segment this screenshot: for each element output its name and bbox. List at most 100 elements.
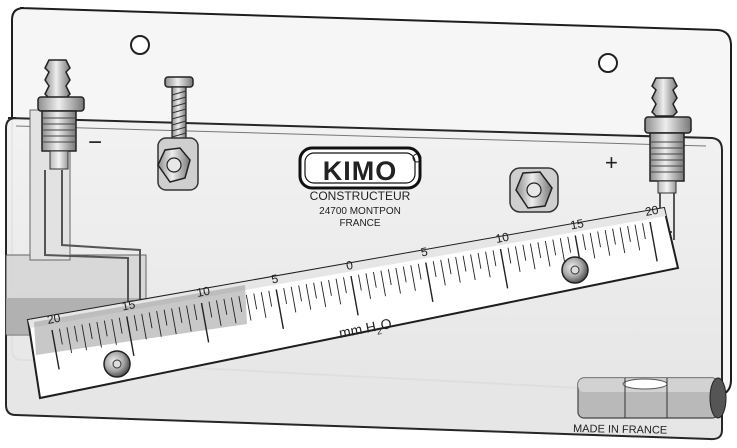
scale-major-tick: [649, 221, 658, 262]
scale-minor-tick: [268, 290, 273, 307]
scale-minor-tick: [66, 327, 73, 353]
scale-minor-tick: [477, 252, 482, 269]
scale-minor-tick: [604, 230, 611, 256]
scale-unit-label: mm H2O: [338, 315, 394, 344]
scale-minor-tick: [358, 274, 362, 291]
brand-line3: FRANCE: [339, 218, 380, 229]
scale-minor-tick: [178, 306, 183, 323]
registered-mark-icon: [412, 153, 422, 163]
scale-major-tick: [350, 275, 359, 316]
scale-minor-tick: [380, 270, 386, 297]
hose-barb-right-icon[interactable]: [644, 77, 692, 194]
scale-minor-tick: [111, 319, 117, 345]
scale-minor-tick: [245, 294, 252, 321]
brand-line1: CONSTRUCTEUR: [310, 189, 411, 203]
negative-port-sign: −: [88, 129, 102, 156]
scale-minor-tick: [223, 298, 228, 315]
scale-minor-tick: [141, 313, 147, 340]
scale-minor-tick: [59, 328, 63, 345]
scale-minor-tick: [447, 258, 452, 275]
scale-minor-tick: [552, 239, 557, 256]
scale-minor-tick: [208, 301, 213, 318]
scale-minor-tick: [507, 247, 512, 264]
bubble-level-icon: [577, 377, 727, 419]
scale-minor-tick: [627, 225, 631, 242]
scale-minor-tick: [440, 259, 446, 286]
hose-barb-left-icon[interactable]: [37, 59, 85, 170]
scale-minor-tick: [559, 238, 566, 264]
mounting-hole-right: [598, 53, 618, 73]
scale-minor-tick: [81, 324, 87, 351]
scale-minor-tick: [522, 244, 527, 261]
scale-screw-right-icon[interactable]: [561, 256, 589, 284]
scale-minor-tick: [88, 323, 93, 340]
scale-major-tick: [200, 302, 210, 343]
scale-tick-label: 10: [195, 284, 211, 300]
scale-tick-label: 5: [420, 244, 430, 259]
mounting-hole-left: [130, 35, 150, 55]
scale-minor-tick: [283, 288, 288, 304]
scale-minor-tick: [171, 308, 177, 335]
scale-minor-tick: [156, 311, 162, 337]
scale-minor-tick: [133, 315, 138, 331]
scale-ticks: [51, 221, 658, 370]
scale-minor-tick: [544, 240, 551, 267]
scale-minor-tick: [328, 279, 332, 296]
scale-minor-tick: [492, 250, 497, 267]
scale-minor-tick: [642, 223, 646, 240]
scale-minor-tick: [372, 271, 377, 288]
scale-tick-label: 0: [345, 258, 355, 273]
scale-minor-tick: [343, 277, 347, 294]
scale-minor-tick: [320, 281, 327, 308]
scale-tick-label: 5: [270, 271, 280, 286]
scale-minor-tick: [515, 246, 521, 272]
scale-minor-tick: [567, 236, 572, 253]
scale-minor-tick: [96, 321, 102, 348]
scale-minor-tick: [402, 266, 407, 283]
scale-minor-tick: [230, 297, 237, 324]
scale-minor-tick: [634, 224, 641, 251]
scale-minor-tick: [597, 231, 601, 248]
made-in-label: MADE IN FRANCE: [573, 423, 667, 437]
scale-major-tick: [425, 262, 434, 302]
scale-minor-tick: [582, 234, 587, 250]
scale-screw-left-icon[interactable]: [103, 350, 131, 378]
acrylic-inner-edge: [15, 125, 707, 147]
scale-minor-tick: [387, 269, 392, 286]
scale-minor-tick: [148, 312, 153, 329]
scale-major-tick: [499, 248, 509, 289]
scale-minor-tick: [612, 228, 616, 245]
scale-minor-tick: [305, 284, 312, 310]
scale-minor-tick: [417, 263, 422, 280]
scale-minor-tick: [313, 282, 317, 299]
scale-tick-label: 15: [121, 297, 137, 313]
scale-major-tick: [126, 316, 135, 356]
scale-minor-tick: [395, 267, 401, 294]
brand-block: KIMO CONSTRUCTEUR 24700 MONTPON FRANCE: [298, 146, 422, 229]
scale-minor-tick: [290, 286, 297, 313]
positive-port-sign: +: [605, 150, 618, 175]
scale-minor-tick: [455, 257, 461, 283]
scale-minor-tick: [619, 227, 626, 254]
scale-major-tick: [51, 329, 60, 370]
scale-minor-tick: [216, 300, 222, 326]
scale-minor-tick: [470, 254, 476, 281]
scale-minor-tick: [365, 273, 372, 299]
scale-tick-label: 10: [494, 230, 510, 246]
scale-minor-tick: [260, 292, 267, 318]
scale-minor-tick: [335, 278, 342, 305]
scale-minor-tick: [118, 317, 123, 334]
scale-minor-tick: [186, 305, 192, 332]
scale-tick-label: 15: [569, 216, 585, 232]
zero-adjust-screw-icon[interactable]: [157, 76, 199, 191]
scale-tick-label: 20: [644, 203, 660, 219]
brand-logo: KIMO: [323, 156, 398, 186]
brand-line2: 24700 MONTPON: [319, 206, 401, 217]
scale-minor-tick: [73, 325, 78, 342]
scale-minor-tick: [537, 242, 542, 259]
scale-minor-tick: [298, 285, 302, 302]
scale-major-tick: [275, 289, 285, 329]
scale-minor-tick: [529, 243, 536, 270]
